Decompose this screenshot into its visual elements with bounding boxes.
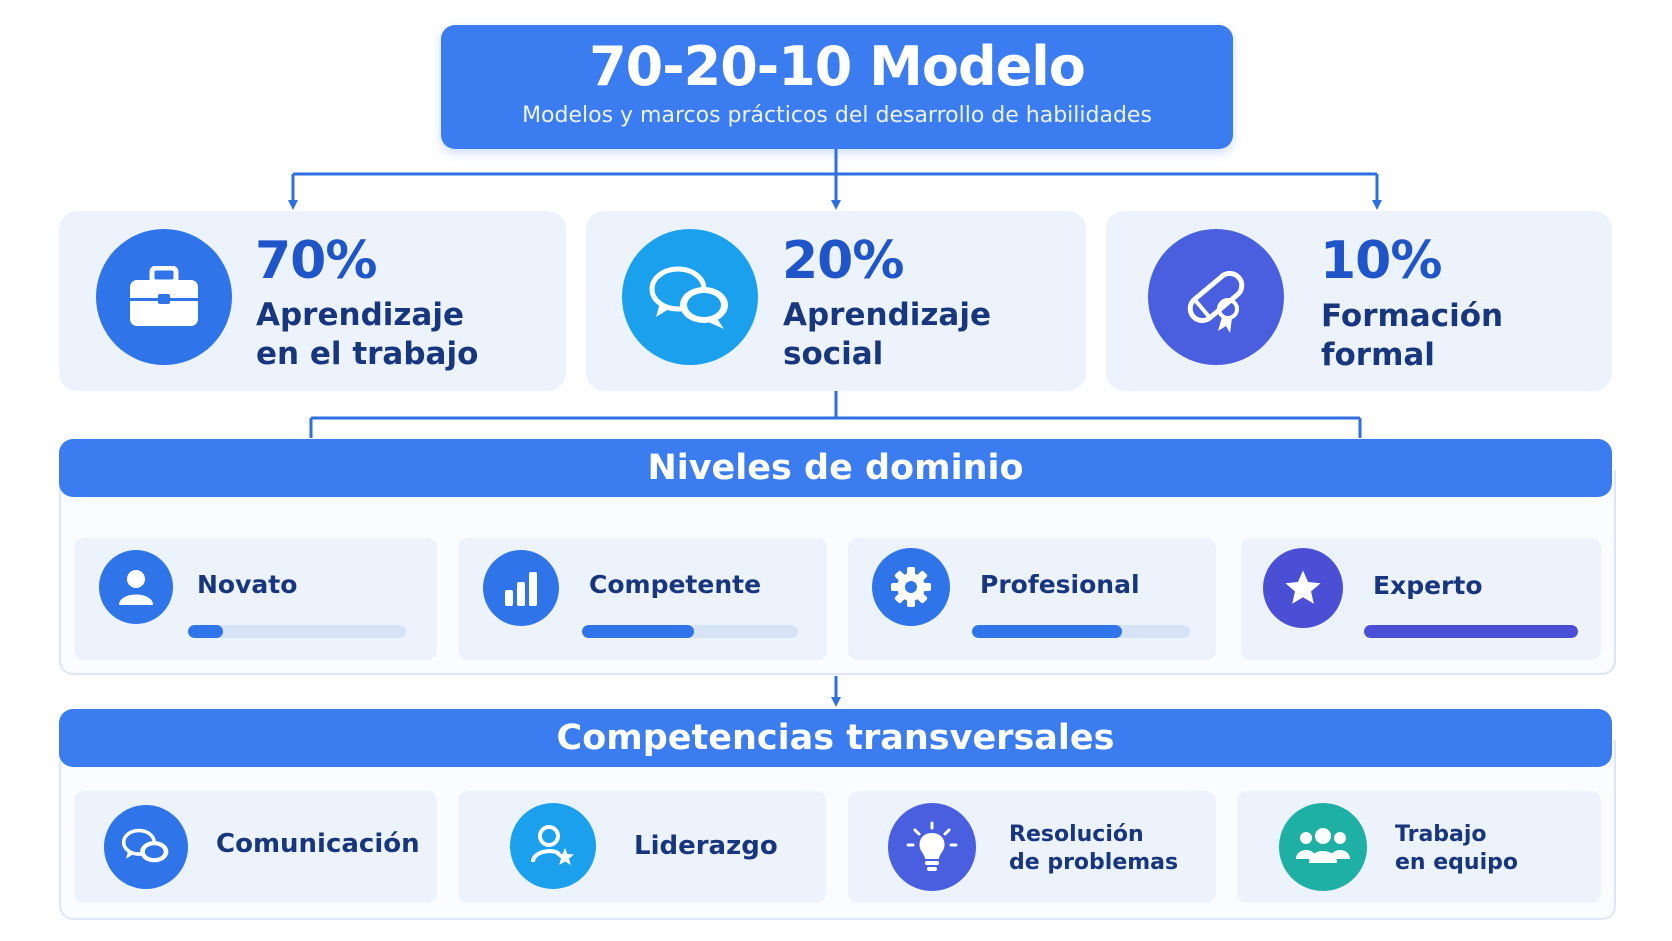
level-label: Experto [1373,571,1483,600]
level-label: Profesional [980,570,1140,599]
chat-bubbles-icon [104,805,188,889]
percent-value: 70% [255,231,377,291]
level-card-competente: Competente [458,538,827,660]
percent-value: 20% [782,231,904,291]
level-label: Novato [197,570,298,599]
competency-card-liderazgo: Liderazgo [458,791,826,903]
leader-icon [510,803,596,889]
level-progress-bar [582,625,798,638]
level-progress-bar [188,625,406,638]
briefcase-icon [96,229,232,365]
level-card-experto: Experto [1241,538,1601,660]
competency-label: Comunicación [216,829,420,859]
user-icon [99,550,173,624]
levels-heading: Niveles de dominio [59,439,1612,497]
level-card-novato: Novato [74,538,437,660]
competency-label: Liderazgo [634,831,778,861]
diploma-icon [1148,229,1284,365]
competencies-heading: Competencias transversales [59,709,1612,767]
page-title: 70-20-10 Modelo [589,35,1086,98]
level-progress-bar [1364,625,1578,638]
level-card-profesional: Profesional [848,538,1216,660]
level-progress-bar [972,625,1190,638]
competency-card-comunicacion: Comunicación [74,791,437,903]
percent-value: 10% [1320,231,1442,291]
lightbulb-icon [888,803,976,891]
level-label: Competente [589,570,762,599]
gear-icon [872,548,950,626]
team-icon [1279,803,1367,891]
header-banner: 70-20-10 Modelo Modelos y marcos práctic… [441,25,1233,149]
page-subtitle: Modelos y marcos prácticos del desarroll… [522,103,1152,128]
bar-chart-icon [483,550,559,626]
star-icon [1263,548,1343,628]
chat-bubbles-icon [622,229,758,365]
